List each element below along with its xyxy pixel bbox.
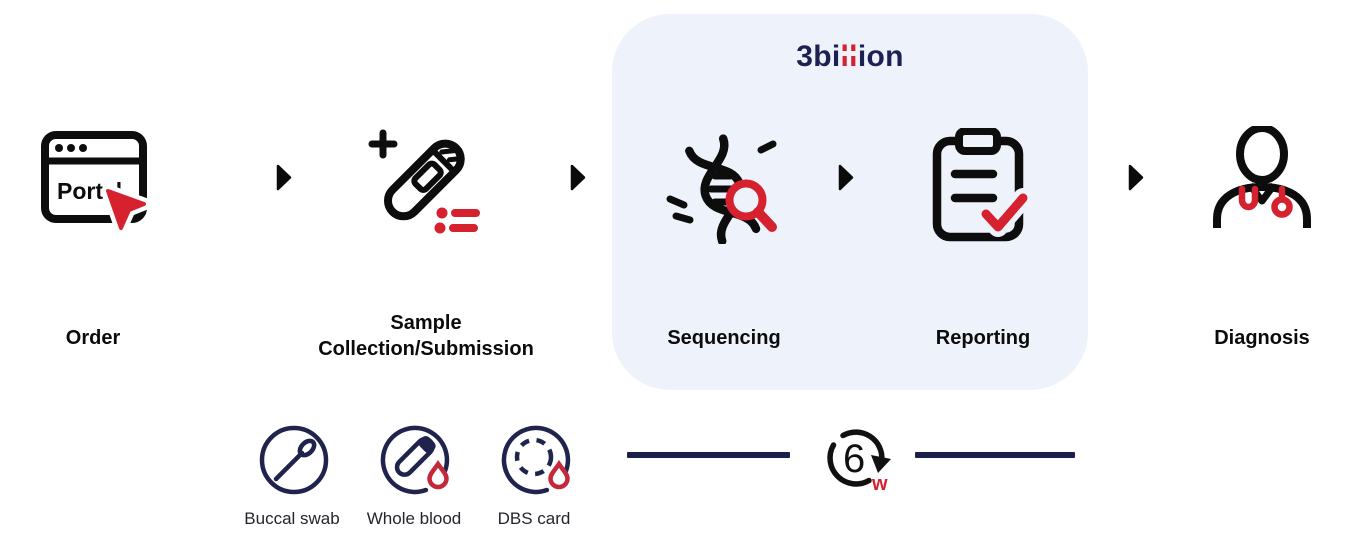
sample-type-label-buccal-swab: Buccal swab [244, 509, 340, 528]
turnaround-value: 6 [843, 437, 865, 481]
timeline-segment-right [915, 452, 1075, 458]
blood-drop-icon [427, 459, 449, 490]
flow-arrow-icon [1128, 164, 1144, 191]
buccal-swab-circle-icon [259, 425, 329, 495]
flow-arrow-icon [570, 164, 586, 191]
sample-type-label-dbs-card: DBS card [497, 509, 571, 528]
3billion-logo: 3billion [612, 40, 1088, 74]
portal-browser-cursor-icon: Portal [41, 131, 151, 234]
step-label-sample-line2: Collection/Submission [318, 338, 534, 360]
clipboard-check-icon [932, 128, 1032, 242]
cursor-arrow-icon [101, 184, 151, 234]
logo-text-mid: ll [839, 40, 860, 73]
step-label-sample-line1: Sample [390, 312, 462, 334]
step-label-sequencing: Sequencing [667, 327, 781, 349]
blood-drop-icon [548, 459, 570, 490]
doctor-stethoscope-icon [1213, 126, 1311, 228]
step-label-order: Order [65, 327, 121, 349]
red-checklist-icon [434, 207, 480, 234]
magnifier-icon [725, 179, 777, 232]
step-label-diagnosis: Diagnosis [1214, 327, 1310, 349]
flow-arrow-icon [276, 164, 292, 191]
step-label-sample: Sample Collection/Submission [296, 310, 556, 362]
turnaround-6-weeks-icon: 6 w [827, 429, 891, 495]
sample-tube-checklist-icon [368, 129, 480, 234]
dna-magnifier-icon [666, 134, 777, 244]
clockwise-arrowhead-icon [871, 455, 891, 473]
sample-type-label-whole-blood: Whole blood [366, 509, 462, 528]
flow-arrow-icon [838, 164, 854, 191]
turnaround-unit: w [871, 473, 888, 495]
red-check-icon [976, 188, 1032, 237]
stethoscope-icon [1238, 185, 1293, 218]
whole-blood-circle-icon [380, 425, 450, 495]
logo-text-post: ion [857, 40, 904, 73]
logo-text-pre: 3bi [796, 40, 841, 73]
timeline-segment-left [627, 452, 790, 458]
step-label-reporting: Reporting [935, 327, 1031, 349]
dbs-card-circle-icon [501, 425, 571, 495]
